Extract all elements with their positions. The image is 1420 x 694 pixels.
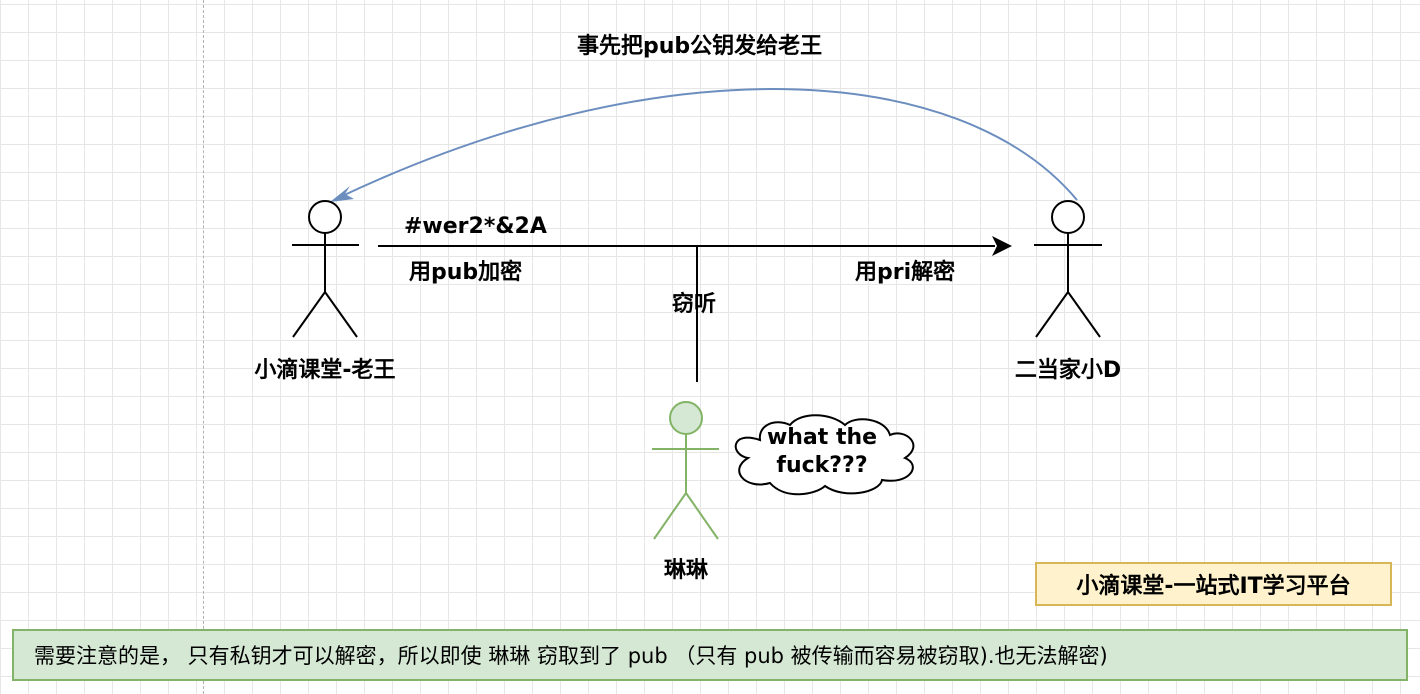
- speech-bubble-line-1: what the: [766, 425, 878, 450]
- decrypt-label: 用pri解密: [855, 260, 956, 285]
- ciphertext-label: #wer2*&2A: [404, 214, 547, 239]
- sender-actor-icon: [292, 200, 359, 338]
- eavesdrop-label: 窃听: [672, 292, 717, 317]
- public-key-transfer-arrow: [337, 88, 1078, 201]
- receiver-name: 二当家小D: [1014, 358, 1122, 383]
- eavesdropper-actor-icon: [652, 401, 719, 540]
- encrypt-label: 用pub加密: [409, 260, 523, 285]
- speech-bubble-text: what the fuck???: [752, 424, 892, 480]
- public-key-arrowhead: [330, 186, 354, 202]
- speech-cloud-icon: [734, 414, 915, 496]
- page-boundary-line: [203, 0, 204, 694]
- receiver-actor-icon: [1034, 200, 1102, 338]
- eavesdropper-name: 琳琳: [663, 558, 708, 583]
- sender-name: 小滴课堂-老王: [254, 358, 396, 383]
- message-arrowhead: [992, 236, 1012, 256]
- public-key-transfer-label: 事先把pub公钥发给老王: [577, 34, 823, 59]
- speech-bubble-line-2: fuck???: [776, 453, 868, 478]
- platform-badge: 小滴课堂-一站式IT学习平台: [1035, 562, 1392, 606]
- security-note: 需要注意的是， 只有私钥才可以解密，所以即使 琳琳 窃取到了 pub （只有 p…: [12, 629, 1408, 681]
